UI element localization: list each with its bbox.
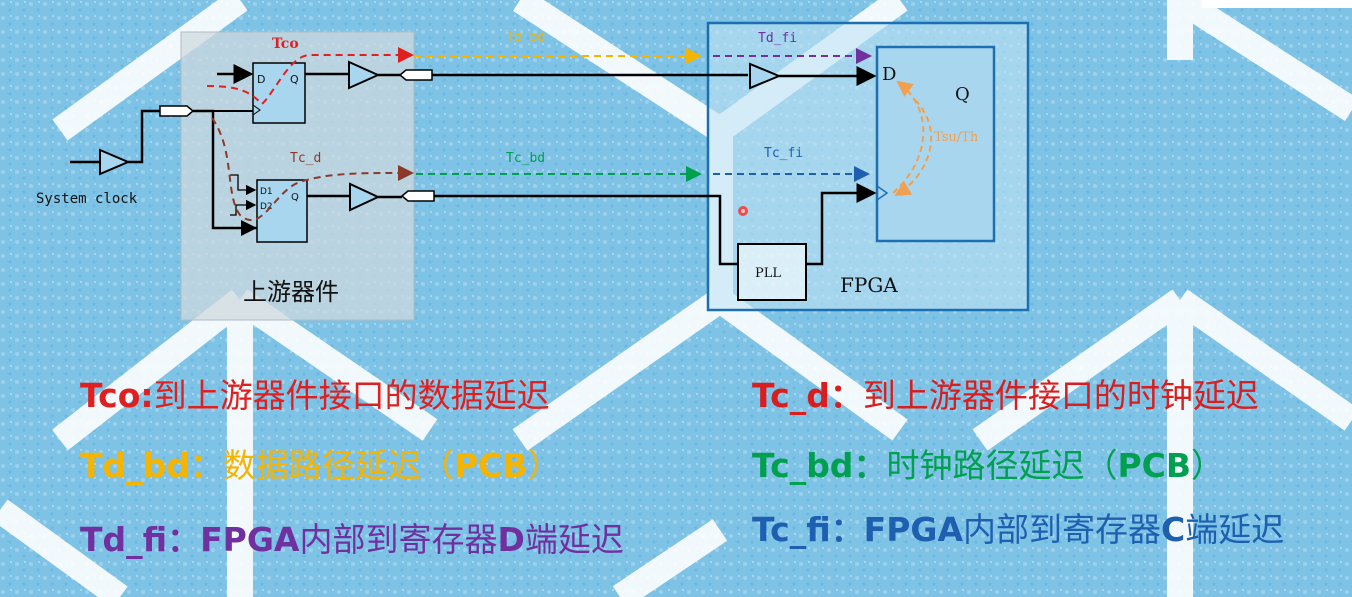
system-clock-wire (128, 109, 162, 164)
legend-td-fi: Td_fi：FPGA内部到寄存器D端延迟 (80, 520, 624, 560)
legend-tc-bd: Tc_bd：时钟路径延迟（PCB） (752, 446, 1224, 486)
legend-tc-bd-sep: ： (853, 446, 887, 485)
legend-tc-bd-key: Tc_bd (752, 446, 854, 485)
pll-label: PLL (755, 266, 781, 281)
legend-tc-fi-c: C (1161, 510, 1186, 549)
legend-tc-fi-sep: ： (830, 510, 864, 549)
fpga-register-q-pin: Q (955, 84, 970, 105)
legend-td-fi-d: D (497, 520, 525, 559)
tco-label: Tco (272, 36, 299, 52)
legend-td-fi-fpga: FPGA (200, 520, 300, 559)
system-clock-buffer (99, 148, 131, 176)
legend-tc-bd-tail: ） (1191, 446, 1224, 485)
pll-to-reg-clock (806, 183, 877, 266)
legend-tc-fi: Tc_fi：FPGA内部到寄存器C端延迟 (752, 510, 1284, 550)
ff-bottom-d2-input (230, 199, 257, 216)
tc-fi-label: Tc_fi (764, 146, 803, 161)
ff-bottom-d1-input (230, 174, 257, 196)
upstream-device-label: 上游器件 (243, 278, 339, 306)
legend-td-bd-key: Td_bd (80, 446, 190, 485)
upstream-ff-bottom-d2-pin: D2 (260, 202, 273, 212)
legend-tc-bd-desc: 时钟路径延迟（ (886, 446, 1118, 485)
tc-bd-label: Tc_bd (506, 151, 545, 166)
legend-tc-fi-fpga: FPGA (863, 510, 964, 549)
legend-td-bd-pcb: PCB (453, 446, 528, 485)
system-clock-label: System clock (36, 191, 138, 207)
pointer-dot-core (741, 209, 745, 213)
legend-td-bd: Td_bd：数据路径延迟（PCB） (80, 446, 560, 486)
legend-tco-key: Tco (80, 376, 141, 415)
pcb-clock-trace (434, 194, 738, 266)
legend-td-bd-desc: 数据路径延迟（ (222, 446, 454, 485)
legend-tc-d: Tc_d：到上游器件接口的时钟延迟 (752, 376, 1259, 416)
legend-tc-fi-tail: 端延迟 (1185, 510, 1285, 549)
legend-tc-d-desc: 到上游器件接口的时钟延迟 (862, 376, 1259, 415)
upstream-ff-top-clock-pin (252, 104, 261, 116)
timing-diagram: 上游器件 FPGA D Q PLL D Q D1 D2 Q System clo… (36, 21, 1030, 321)
tsu-th-path-return (894, 99, 932, 197)
tsu-th-path (892, 80, 925, 194)
upstream-ff-bottom-q-pin: Q (291, 192, 299, 203)
legend-tco-sep: : (140, 376, 154, 415)
clock-input-pad (159, 105, 195, 117)
pll-box (737, 243, 807, 301)
legend-tc-fi-desc: 内部到寄存器 (963, 510, 1162, 549)
legend-tc-bd-pcb: PCB (1117, 446, 1191, 485)
upstream-ff-top (252, 62, 306, 124)
top-strip (1202, 0, 1352, 8)
tc-d-label: Tc_d (290, 151, 321, 166)
fpga-register (875, 45, 996, 243)
legend-tc-fi-key: Tc_fi (752, 510, 831, 549)
fpga-register-d-pin: D (882, 64, 896, 85)
fpga-register-clock-pin (876, 185, 889, 201)
upstream-ff-top-d-pin: D (257, 73, 265, 86)
data-output-pad (398, 69, 433, 81)
upstream-data-buffer (348, 60, 381, 90)
fpga-label: FPGA (840, 273, 898, 297)
legend-td-bd-tail: ） (527, 446, 561, 485)
tsu-th-label: Tsu/Th (934, 130, 979, 145)
upstream-ff-bottom-d1-pin: D1 (260, 187, 273, 197)
legend-td-fi-sep: ： (167, 520, 201, 559)
td-bd-label: Td_bd (506, 30, 545, 45)
upstream-clock-buffer (349, 182, 381, 212)
legend-td-fi-tail: 端延迟 (524, 520, 624, 559)
legend-tc-d-sep: ： (829, 376, 863, 415)
legend-td-fi-key: Td_fi (80, 520, 168, 559)
td-fi-label: Td_fi (758, 31, 797, 46)
legend-td-fi-desc: 内部到寄存器 (299, 520, 498, 559)
fpga-data-buffer (749, 62, 782, 90)
tco-path (206, 47, 414, 106)
legend-tc-d-key: Tc_d (752, 376, 830, 415)
legend-td-bd-sep: ： (189, 446, 223, 485)
upstream-ff-top-q-pin: Q (290, 73, 299, 86)
tc-d-path (211, 117, 414, 222)
legend-tco: Tco:到上游器件接口的数据延迟 (80, 376, 550, 416)
legend-tco-desc: 到上游器件接口的数据延迟 (153, 376, 550, 415)
upstream-ff-bottom (256, 179, 308, 243)
clock-output-pad (400, 190, 435, 202)
